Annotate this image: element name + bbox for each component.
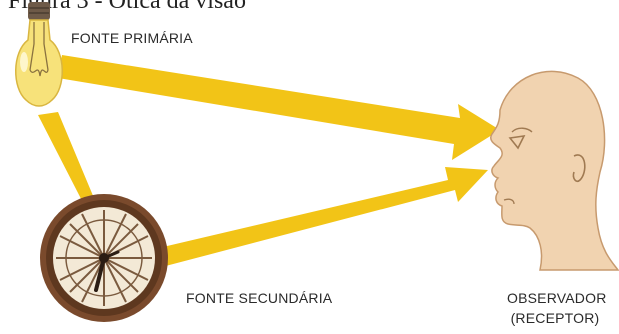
- light-bulb-icon: [15, 2, 63, 107]
- label-primary-source: FONTE PRIMÁRIA: [71, 30, 193, 46]
- label-secondary-source: FONTE SECUNDÁRIA: [186, 290, 333, 306]
- human-head-icon: [489, 70, 619, 271]
- label-observer-line2: (RECEPTOR): [510, 310, 600, 326]
- label-observer: OBSERVADOR (RECEPTOR): [507, 288, 607, 328]
- label-observer-line1: OBSERVADOR: [507, 290, 607, 306]
- figure-caption: Figura 3 - Ótica da visão: [8, 0, 246, 14]
- clock-icon: [40, 194, 168, 322]
- ray-secondary-to-observer: [116, 167, 488, 278]
- ray-primary-to-observer: [58, 55, 500, 160]
